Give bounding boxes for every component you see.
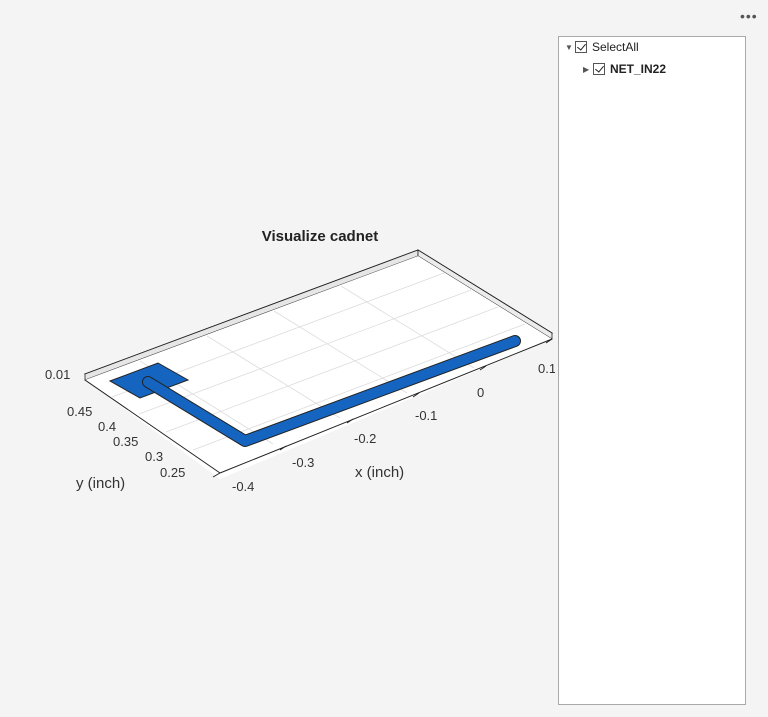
svg-text:0.25: 0.25 bbox=[160, 465, 185, 480]
expand-down-icon[interactable]: ▼ bbox=[565, 42, 573, 52]
z-tick-label: 0.01 bbox=[45, 367, 70, 382]
tree-item-selectall[interactable]: ▼ SelectAll bbox=[565, 40, 639, 54]
svg-text:0.4: 0.4 bbox=[98, 419, 116, 434]
checkbox-checked-icon[interactable] bbox=[593, 63, 605, 75]
net-trace[interactable] bbox=[108, 335, 521, 447]
svg-text:0.35: 0.35 bbox=[113, 434, 138, 449]
svg-text:0.3: 0.3 bbox=[145, 449, 163, 464]
svg-text:-0.4: -0.4 bbox=[232, 479, 254, 494]
svg-text:-0.2: -0.2 bbox=[354, 431, 376, 446]
more-options-button[interactable]: ••• bbox=[740, 8, 758, 24]
svg-text:0.45: 0.45 bbox=[67, 404, 92, 419]
svg-text:-0.1: -0.1 bbox=[415, 408, 437, 423]
x-tick-labels: -0.4 -0.3 -0.2 -0.1 0 0.1 bbox=[232, 361, 555, 494]
net-tree-panel: ▼ SelectAll ▶ NET_IN22 bbox=[558, 36, 746, 705]
svg-text:-0.3: -0.3 bbox=[292, 455, 314, 470]
svg-text:0.1: 0.1 bbox=[538, 361, 555, 376]
tree-item-net[interactable]: ▶ NET_IN22 bbox=[583, 62, 667, 76]
plot-axes[interactable]: Visualize cadnet -0.4 -0.3 -0.2 -0 bbox=[0, 0, 555, 717]
svg-text:0: 0 bbox=[477, 385, 484, 400]
y-tick-labels: 0.45 0.4 0.35 0.3 0.25 bbox=[67, 404, 185, 480]
y-axis-label: y (inch) bbox=[76, 475, 125, 492]
plot-title: Visualize cadnet bbox=[262, 228, 378, 245]
expand-right-icon[interactable]: ▶ bbox=[583, 64, 590, 74]
x-axis-label: x (inch) bbox=[355, 464, 404, 481]
checkbox-checked-icon[interactable] bbox=[575, 41, 587, 53]
